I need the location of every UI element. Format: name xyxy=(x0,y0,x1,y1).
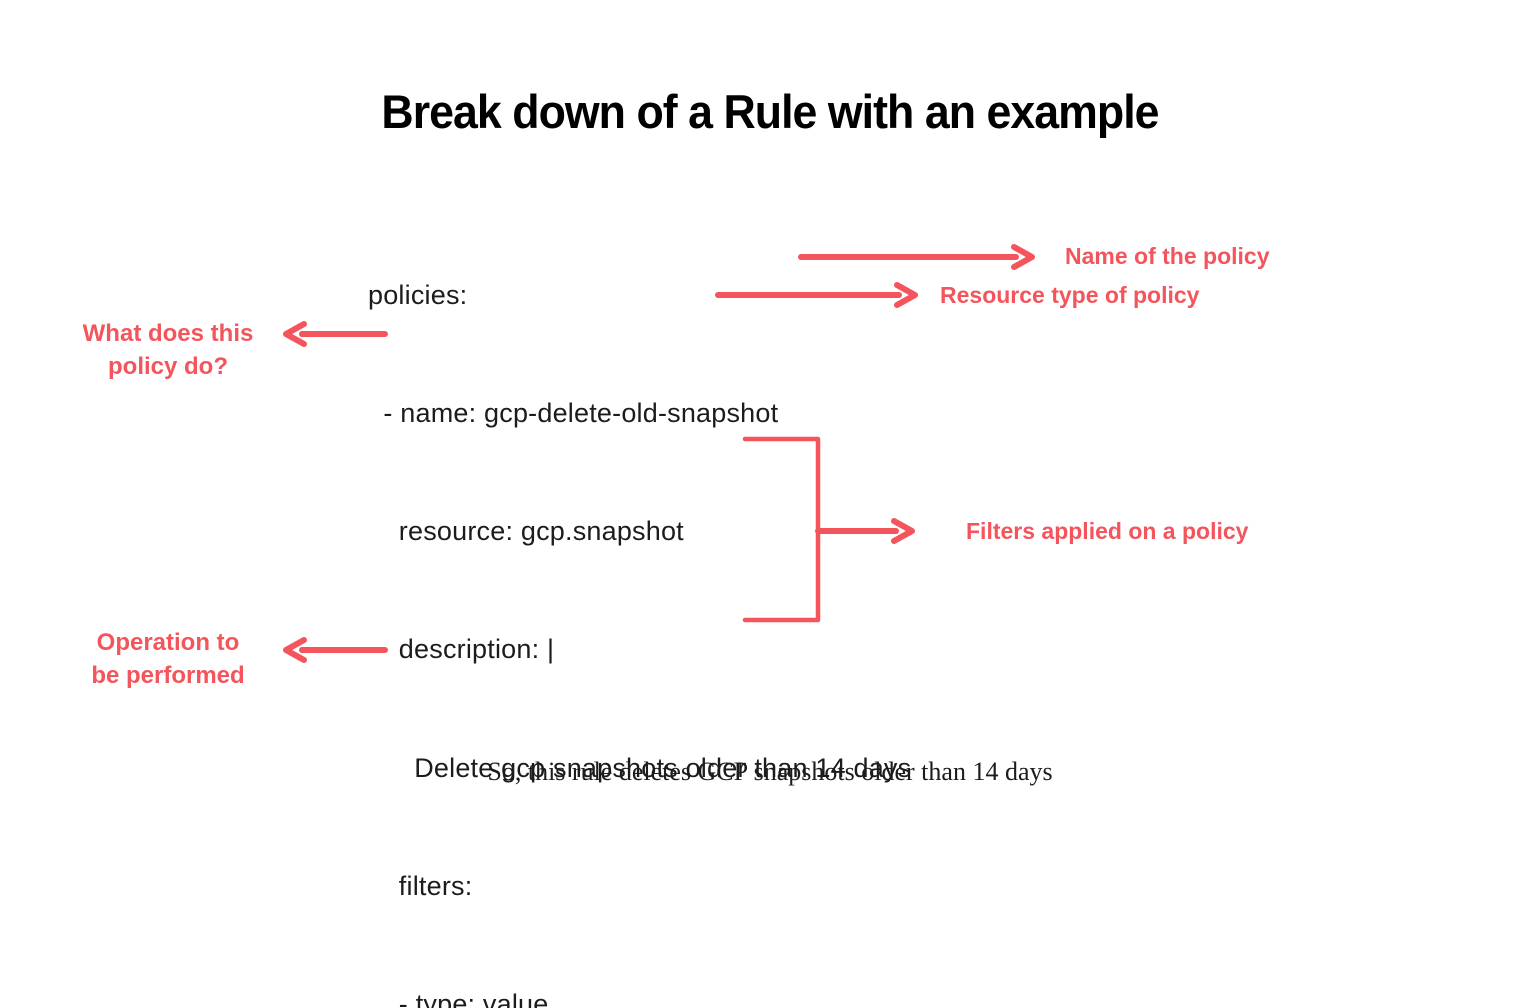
summary-text: So, this rule deletes GCP snapshots olde… xyxy=(487,757,1053,786)
annotation-what-does-policy-do: What does this policy do? xyxy=(58,317,278,383)
annotation-resource-type: Resource type of policy xyxy=(940,282,1200,308)
annotation-line: What does this xyxy=(82,320,254,347)
page-title: Break down of a Rule with an example xyxy=(381,85,1159,138)
yaml-code-line: Delete gcp snapshots older than 14 days xyxy=(368,752,912,783)
yaml-code-line: policies: xyxy=(368,279,468,310)
yaml-code-block: policies: - name: gcp-delete-old-snapsho… xyxy=(368,197,911,1008)
annotation-operation-to-be-performed: Operation to be performed xyxy=(58,626,278,692)
annotation-line: policy do? xyxy=(108,353,228,380)
annotation-line: Operation to xyxy=(96,629,240,656)
yaml-code-line: description: | xyxy=(368,634,555,665)
annotation-line: be performed xyxy=(91,662,245,689)
annotation-filters-applied: Filters applied on a policy xyxy=(966,518,1249,544)
yaml-code-line: - name: gcp-delete-old-snapshot xyxy=(368,398,779,429)
yaml-code-line: filters: xyxy=(368,870,473,901)
annotation-name-of-policy: Name of the policy xyxy=(1065,243,1270,269)
yaml-code-line: - type: value xyxy=(368,989,549,1008)
yaml-code-line: resource: gcp.snapshot xyxy=(368,516,684,547)
